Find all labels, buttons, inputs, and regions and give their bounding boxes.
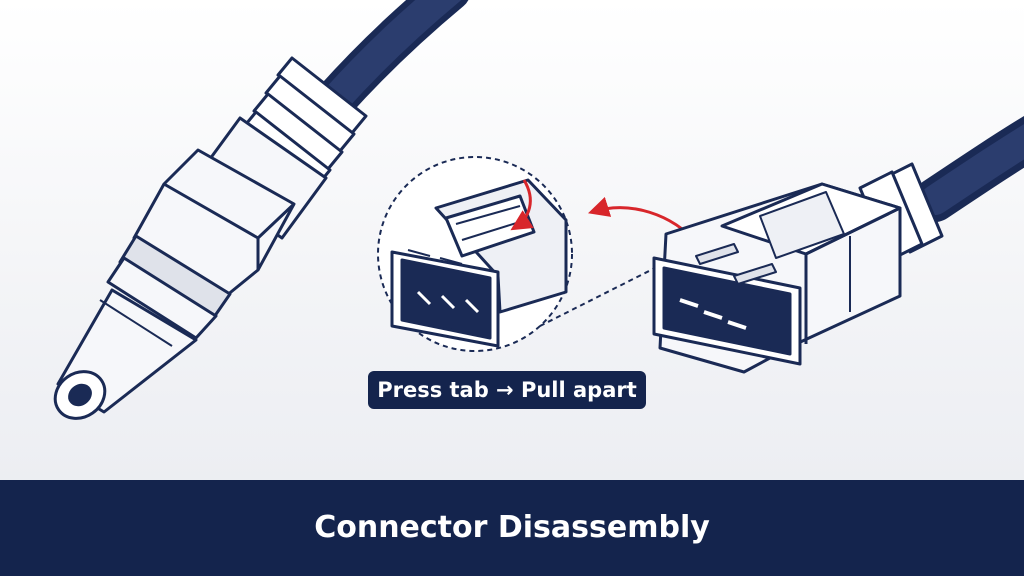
banner-title: Connector Disassembly xyxy=(314,510,710,545)
instruction-text: Press tab → Pull apart xyxy=(377,378,637,402)
left-strain-relief xyxy=(240,56,368,189)
right-connector-plug xyxy=(652,115,1024,374)
title-banner: Connector Disassembly xyxy=(0,480,1024,576)
red-curved-arrow-icon xyxy=(510,179,534,231)
plug-socket-face xyxy=(662,266,792,356)
left-connector-sensor xyxy=(53,0,469,420)
zoom-detail xyxy=(377,156,656,352)
instruction-callout: Press tab → Pull apart xyxy=(368,371,646,409)
zoom-leader-line xyxy=(539,267,656,327)
